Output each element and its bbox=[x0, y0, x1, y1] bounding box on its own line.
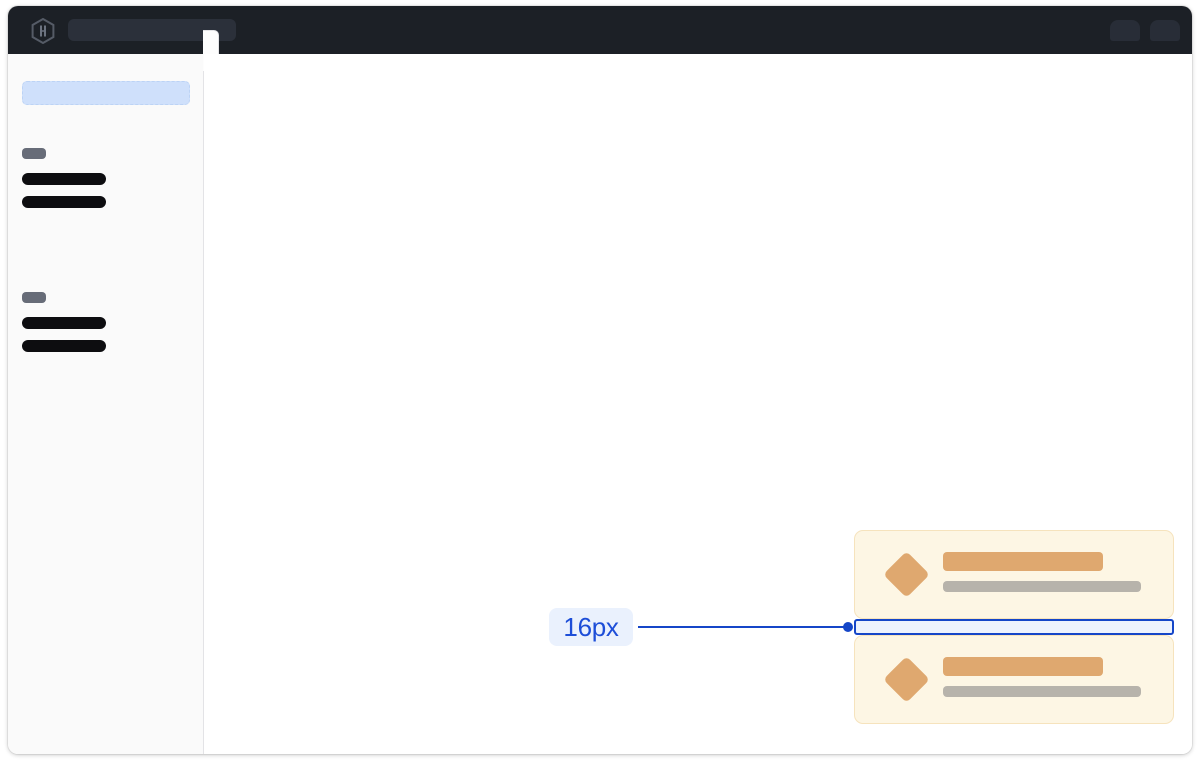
sidebar-group-2 bbox=[22, 292, 106, 352]
content-card[interactable] bbox=[854, 530, 1174, 619]
top-bar bbox=[8, 6, 1192, 54]
diamond-icon bbox=[883, 656, 930, 703]
measurement-leader-line bbox=[638, 626, 850, 628]
topbar-chip-a[interactable] bbox=[1110, 20, 1140, 41]
sidebar-group-2-label bbox=[22, 292, 46, 303]
sidebar-item-group1-1[interactable] bbox=[22, 196, 106, 208]
sidebar-item-group2-1[interactable] bbox=[22, 340, 106, 352]
sidebar-item-group2-0[interactable] bbox=[22, 317, 106, 329]
card-subtitle bbox=[943, 581, 1141, 592]
sidebar bbox=[8, 54, 204, 754]
search-input[interactable] bbox=[68, 19, 236, 41]
diamond-icon bbox=[883, 551, 930, 598]
sidebar-group-1 bbox=[22, 148, 106, 208]
card-title bbox=[943, 657, 1103, 676]
sidebar-item-group1-0[interactable] bbox=[22, 173, 106, 185]
card-subtitle bbox=[943, 686, 1141, 697]
spacing-highlight-box bbox=[854, 619, 1174, 635]
content-card[interactable] bbox=[854, 635, 1174, 724]
app-window: 16px bbox=[8, 6, 1192, 754]
hashicorp-hexagon-logo-icon[interactable] bbox=[30, 17, 56, 45]
sidebar-item-active[interactable] bbox=[22, 81, 190, 105]
topbar-chip-b[interactable] bbox=[1150, 20, 1180, 41]
measurement-anchor-dot bbox=[843, 622, 853, 632]
spacing-measurement-label: 16px bbox=[549, 608, 633, 646]
sidebar-group-1-label bbox=[22, 148, 46, 159]
card-title bbox=[943, 552, 1103, 571]
